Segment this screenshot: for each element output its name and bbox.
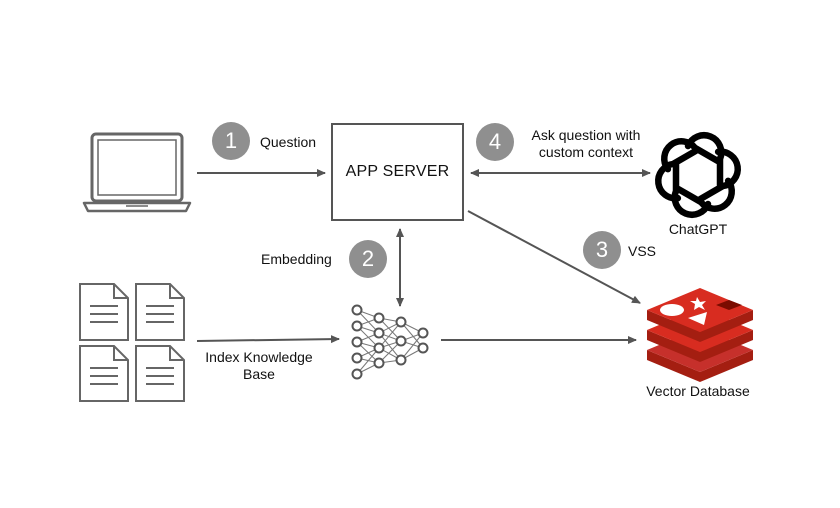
vss-label: VSS — [628, 243, 657, 259]
embedding-label: Embedding — [261, 251, 332, 267]
step-4-badge: 4 — [476, 123, 514, 161]
app-server-box: APP SERVER — [331, 123, 464, 221]
openai-logo-icon — [655, 131, 741, 219]
laptop-icon — [82, 132, 192, 213]
question-label: Question — [260, 134, 317, 150]
index-knowledge-base-label: Index Knowledge Base — [196, 349, 322, 383]
chatgpt-label: ChatGPT — [668, 221, 728, 237]
ask-question-line-2: custom context — [538, 144, 634, 160]
step-3-badge: 3 — [583, 231, 621, 269]
document-icon — [79, 283, 185, 402]
step-2-badge: 2 — [349, 240, 387, 278]
redis-logo-icon — [647, 288, 753, 382]
index-label-line-2: Base — [243, 366, 275, 382]
neural-network-icon — [351, 304, 429, 380]
arrow-index — [196, 335, 340, 344]
vector-database-label: Vector Database — [646, 383, 750, 399]
index-label-line-1: Index Knowledge — [205, 349, 313, 365]
ask-question-label: Ask question with custom context — [522, 127, 650, 161]
ask-question-line-1: Ask question with — [531, 127, 641, 143]
arrow-vss — [467, 210, 641, 304]
app-server-label: APP SERVER — [345, 163, 450, 180]
step-1-badge: 1 — [212, 122, 250, 160]
